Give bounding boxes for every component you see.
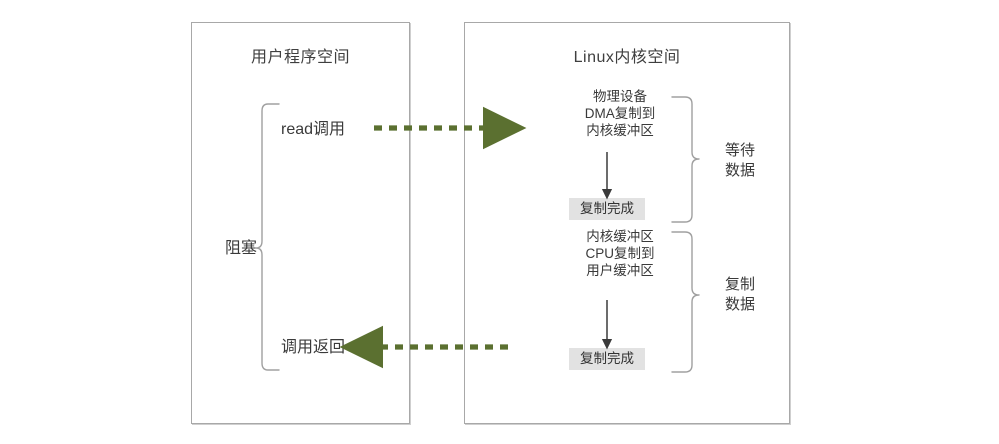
stage-one-line-1: 物理设备 (593, 89, 647, 104)
kernel-space-title: Linux内核空间 (573, 49, 681, 66)
stage-two-line-2: CPU复制到 (585, 246, 655, 261)
stage-one-description: 物理设备 DMA复制到 内核缓冲区 (540, 88, 700, 139)
read-call-label: read调用 (281, 121, 346, 138)
stage-two-description: 内核缓冲区 CPU复制到 用户缓冲区 (540, 228, 700, 279)
user-space-title: 用户程序空间 (250, 49, 350, 66)
copy-data-line-2: 数据 (724, 296, 755, 313)
wait-data-line-1: 等待 (724, 142, 755, 159)
copy-data-line-1: 复制 (724, 276, 755, 293)
wait-data-label: 等待 数据 (712, 141, 768, 181)
call-return-label: 调用返回 (281, 339, 346, 356)
stage-two-line-3: 用户缓冲区 (586, 263, 654, 278)
user-space-panel: 用户程序空间 (191, 22, 410, 424)
wait-data-line-2: 数据 (724, 162, 755, 179)
stage-one-result-chip: 复制完成 (569, 198, 645, 220)
stage-one-line-3: 内核缓冲区 (586, 123, 654, 138)
stage-one-line-2: DMA复制到 (584, 106, 656, 121)
stage-two-result-chip: 复制完成 (569, 348, 645, 370)
blocking-brace-label: 阻塞 (225, 240, 258, 257)
copy-data-label: 复制 数据 (712, 275, 768, 315)
stage-two-line-1: 内核缓冲区 (586, 229, 654, 244)
